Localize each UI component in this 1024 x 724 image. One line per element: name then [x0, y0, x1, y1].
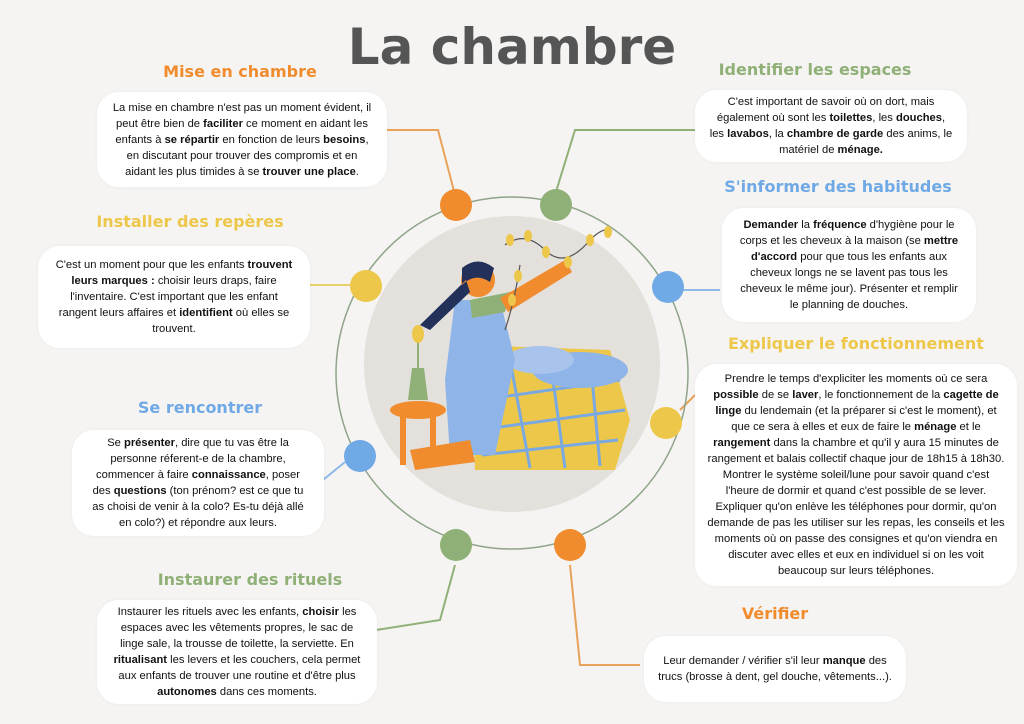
- node-verifier: [554, 529, 586, 561]
- connector-mise: [385, 129, 456, 196]
- card-mise: La mise en chambre n'est pas un moment é…: [97, 92, 387, 187]
- girl-dress: [445, 300, 515, 455]
- connector-verifier: [569, 564, 640, 666]
- girl-arm: [500, 260, 572, 312]
- connector-rituels: [375, 564, 456, 631]
- connector-rencontrer: [322, 461, 346, 481]
- node-rencontrer: [344, 440, 376, 472]
- heading-fonctionnement: Expliquer le fonctionnement: [728, 334, 984, 353]
- card-fonctionnement: Prendre le temps d'expliciter les moment…: [695, 364, 1017, 586]
- vase: [408, 368, 428, 400]
- text-mise: La mise en chambre n'est pas un moment é…: [112, 101, 372, 178]
- heading-espaces: Identifier les espaces: [718, 60, 912, 79]
- text-verifier: Leur demander / vérifier s'il leur manqu…: [658, 655, 892, 683]
- heading-reperes: Installer des repères: [96, 212, 284, 231]
- girl-leg: [410, 440, 475, 470]
- card-reperes: C'est un moment pour que les enfants tro…: [38, 246, 310, 348]
- connector-fonctionnement: [679, 394, 696, 411]
- page-title: La chambre: [347, 18, 677, 76]
- node-habitudes: [652, 271, 684, 303]
- card-habitudes: Demander la fréquence d'hygiène pour le …: [722, 208, 976, 322]
- heading-rituels: Instaurer des rituels: [157, 570, 343, 589]
- girl-hair: [420, 261, 494, 330]
- card-verifier: Leur demander / vérifier s'il leur manqu…: [644, 636, 906, 702]
- node-reperes: [350, 270, 382, 302]
- text-espaces: C'est important de savoir où on dort, ma…: [709, 96, 953, 156]
- text-reperes: C'est un moment pour que les enfants tro…: [55, 259, 293, 335]
- text-fonctionnement: Prendre le temps d'expliciter les moment…: [707, 373, 1005, 577]
- heading-verifier: Vérifier: [741, 604, 809, 623]
- text-habitudes: Demander la fréquence d'hygiène pour le …: [739, 219, 959, 311]
- node-rituels: [440, 529, 472, 561]
- outer-ring: [335, 196, 689, 550]
- text-rituels: Instaurer les rituels avec les enfants, …: [113, 606, 361, 698]
- illustration-girl-decorating: [390, 226, 630, 470]
- heading-mise: Mise en chambre: [163, 62, 317, 81]
- heading-rencontrer: Se rencontrer: [137, 398, 263, 417]
- heading-habitudes: S'informer des habitudes: [724, 177, 952, 196]
- stool: [390, 401, 446, 419]
- node-espaces: [540, 189, 572, 221]
- text-rencontrer: Se présenter, dire que tu vas être la pe…: [92, 437, 304, 529]
- card-espaces: C'est important de savoir où on dort, ma…: [695, 90, 967, 162]
- girl-scarf: [470, 292, 510, 318]
- connector-espaces: [554, 129, 698, 196]
- card-rencontrer: Se présenter, dire que tu vas être la pe…: [72, 430, 324, 536]
- card-rituels: Instaurer les rituels avec les enfants, …: [97, 600, 377, 704]
- node-mise: [440, 189, 472, 221]
- node-fonctionnement: [650, 407, 682, 439]
